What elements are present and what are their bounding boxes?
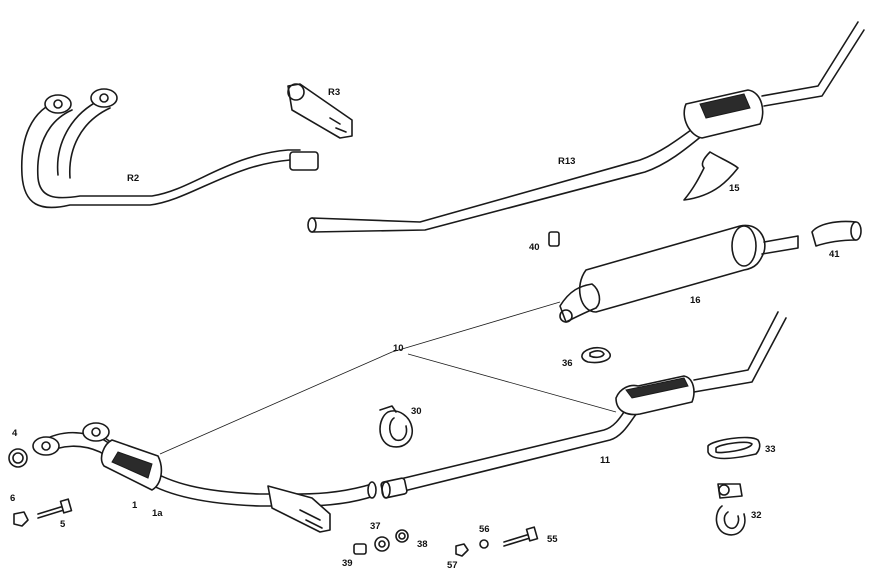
callout-15: 15 [729,183,740,194]
callout-56: 56 [479,524,490,535]
callout-16: 16 [690,295,701,306]
callout-1a: 1a [152,508,163,519]
callout-33: 33 [765,444,776,455]
part-41-tailpipe-end [811,220,862,247]
callout-40: 40 [529,242,540,253]
part-1-front-pipe [32,422,377,533]
part-37-spacer [374,536,390,552]
part-57-nut [455,543,469,557]
part-33-rubber-strap [707,436,761,460]
callout-r2: R2 [127,173,139,184]
part-r13-rear-pipe [307,21,865,233]
callout-labels: R2 R3 R13 15 40 41 16 10 36 30 4 11 33 1… [10,87,840,571]
callout-55: 55 [547,534,558,545]
callout-36: 36 [562,358,573,369]
part-r2-manifold-pipe [20,88,319,209]
callout-57: 57 [447,560,458,571]
part-40-rubber-mount [548,231,560,247]
callout-5: 5 [60,519,66,530]
part-4-gasket [8,448,28,468]
part-6-nut [13,511,29,527]
part-36-rubber-ring [581,346,611,364]
callout-37: 37 [370,521,381,532]
callout-10: 10 [393,343,404,354]
callout-38: 38 [417,539,428,550]
part-30-clamp [379,405,414,448]
callout-r3: R3 [328,87,340,98]
leader-lines-10 [159,301,617,455]
part-16-rear-silencer [559,224,799,323]
callout-30: 30 [411,406,422,417]
part-55-bolt [503,526,539,547]
callout-r13: R13 [558,156,575,167]
callout-32: 32 [751,510,762,521]
part-11-intermediate-pipe [380,311,787,499]
callout-6: 6 [10,493,15,504]
part-56-washer [479,539,489,549]
callout-1: 1 [132,500,138,511]
part-39-bush [353,543,367,555]
callout-41: 41 [829,249,840,260]
part-5-bolt [37,498,73,519]
part-r3-bracket [287,83,353,139]
part-15-heat-shield [683,151,739,201]
callout-39: 39 [342,558,353,569]
part-38-washer [395,529,409,543]
callout-4: 4 [12,428,18,439]
callout-11: 11 [600,455,611,466]
part-32-clamp [715,483,746,536]
